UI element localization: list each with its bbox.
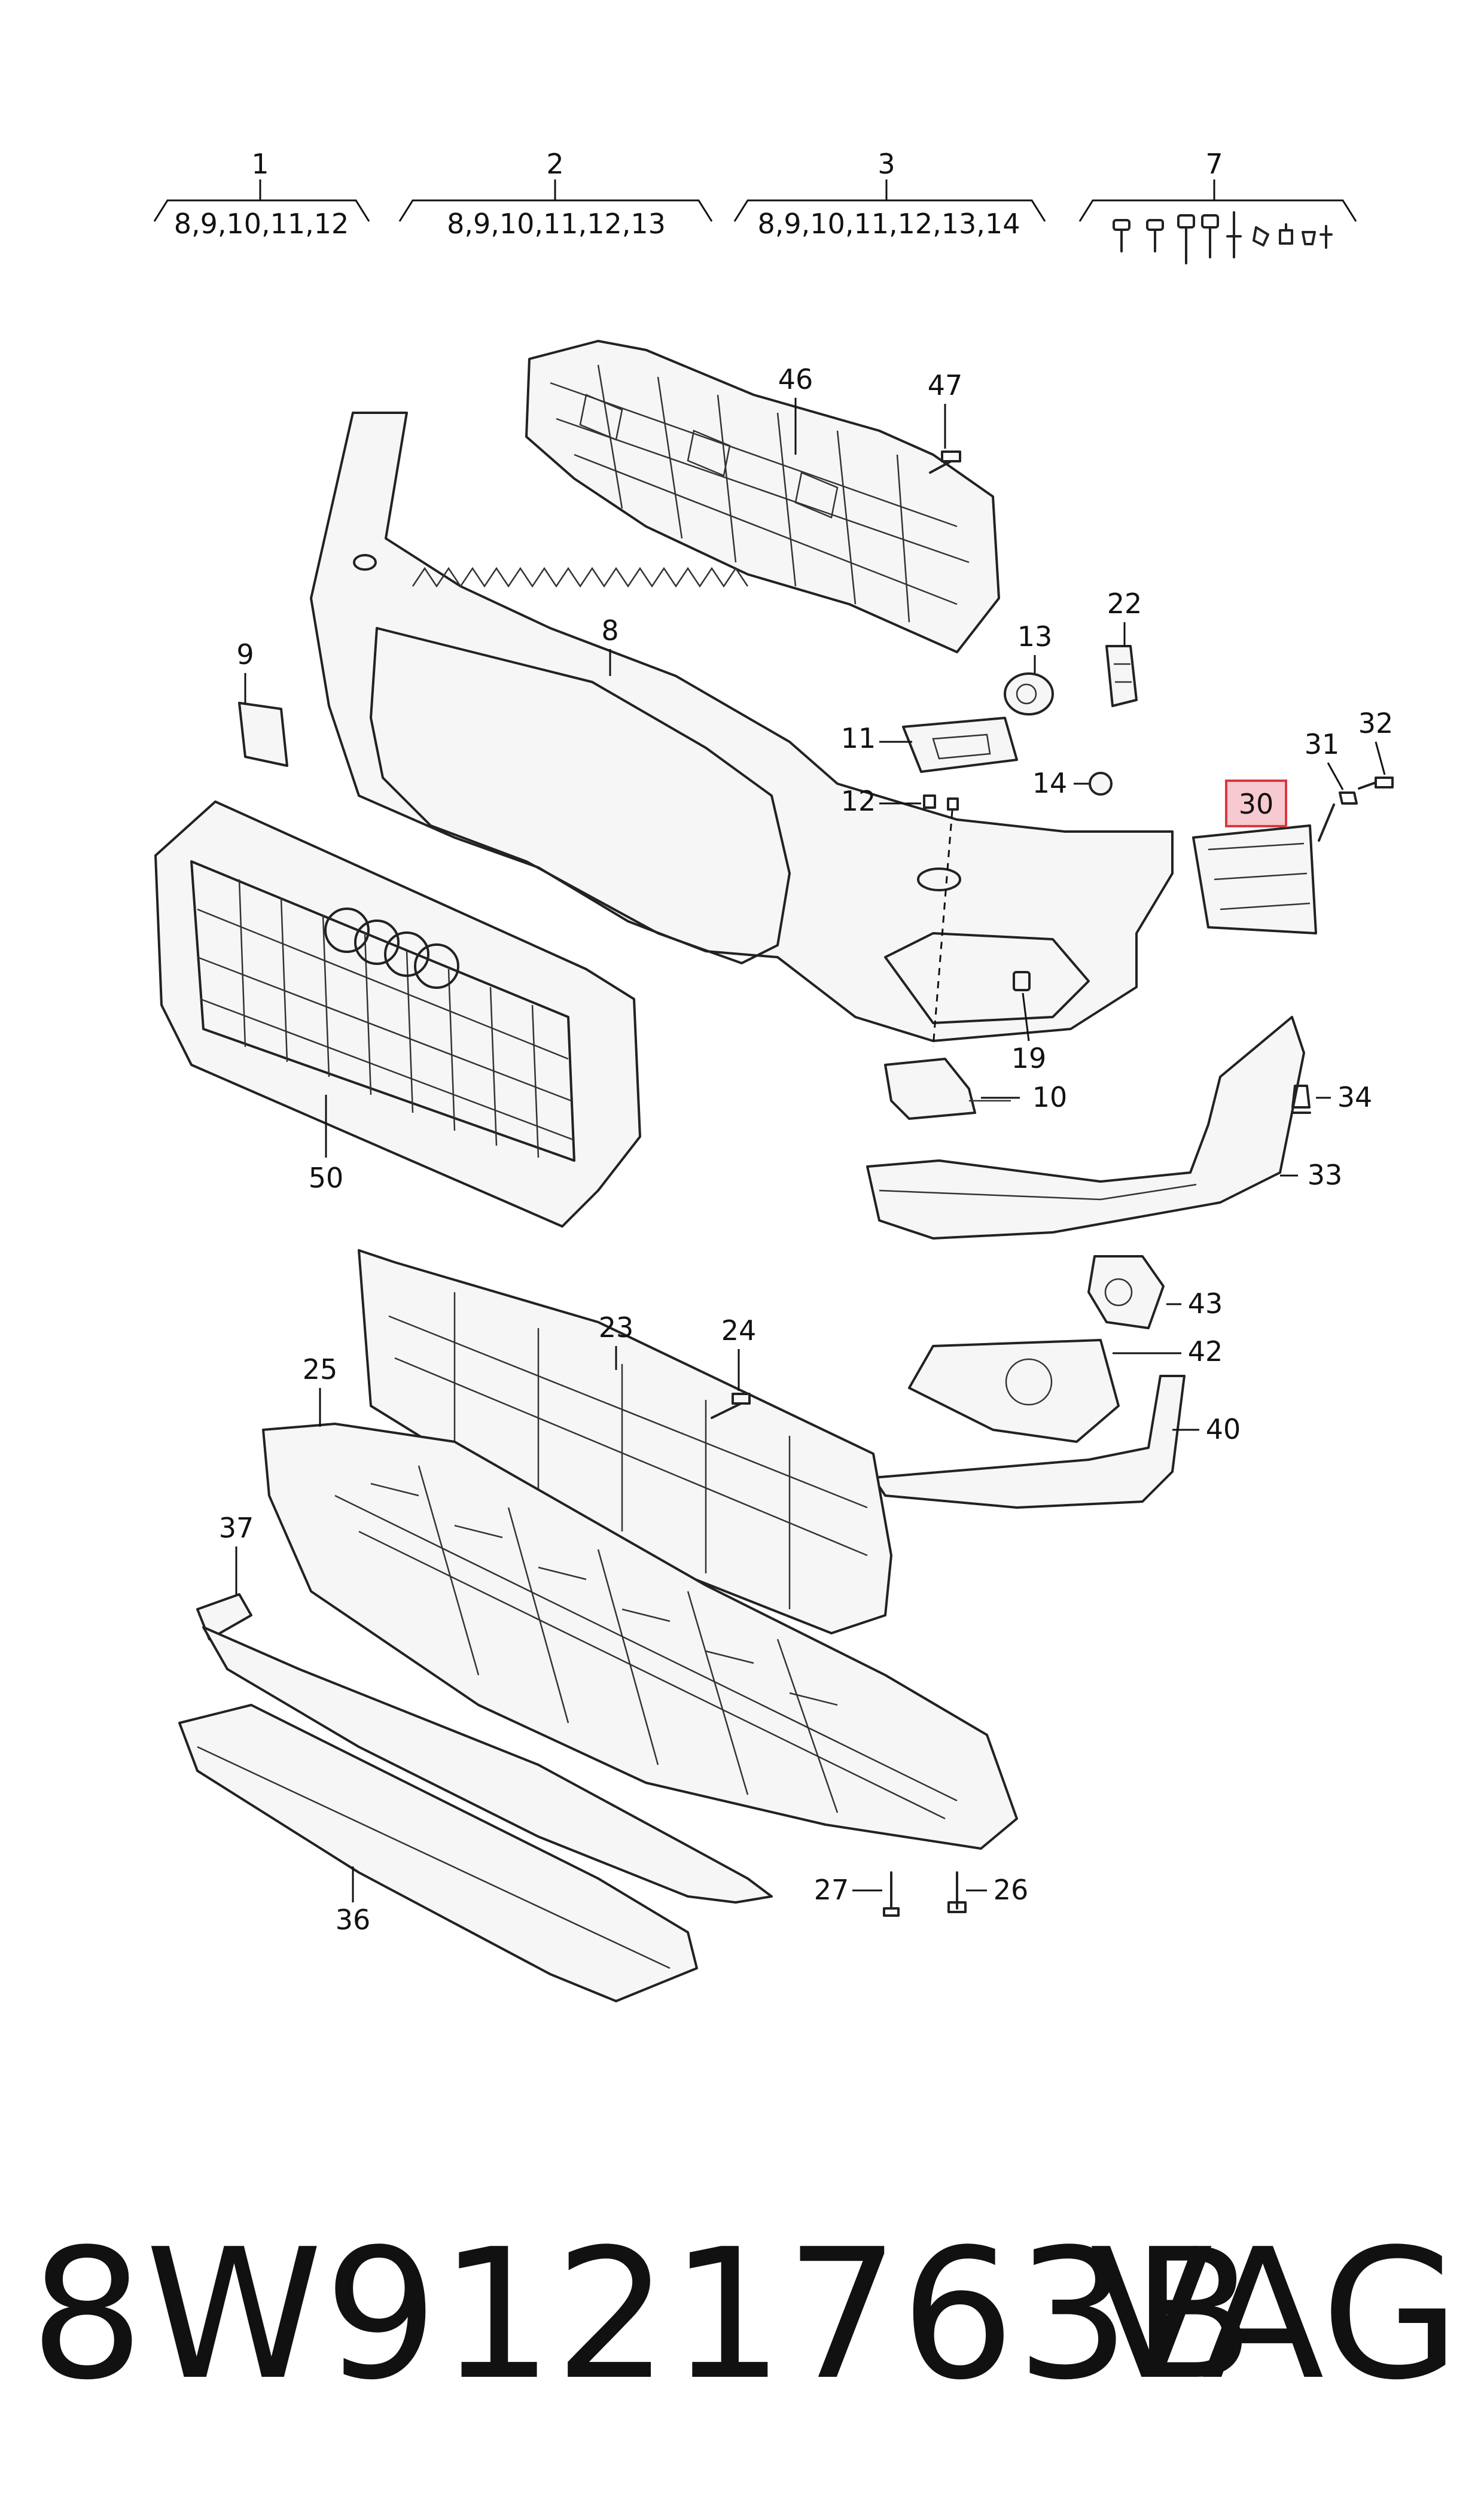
- part-31-nut: [1318, 791, 1358, 842]
- group-number: 3: [877, 148, 895, 180]
- callout-33: 33: [1308, 1159, 1343, 1191]
- callout-50: 50: [309, 1162, 344, 1194]
- callout-11: 11: [841, 722, 876, 754]
- brand-name: VAG: [1090, 2211, 1460, 2419]
- callout-40: 40: [1206, 1413, 1241, 1445]
- callout-24: 24: [721, 1314, 757, 1347]
- part-30-bracket: [1192, 824, 1317, 934]
- part-9-tow-cover: [238, 702, 288, 767]
- group-header-1: 1 8,9,10,11,12: [153, 148, 370, 240]
- callout-37: 37: [219, 1512, 254, 1544]
- group-number: 2: [546, 148, 563, 180]
- callout-30: 30: [1239, 788, 1274, 820]
- group-header-3: 3 8,9,10,11,12,13,14: [733, 148, 1046, 240]
- part-47-screw: [929, 450, 961, 474]
- callout-14: 14: [1032, 767, 1068, 799]
- part-14-grommet: [1089, 772, 1113, 796]
- group-parts: 8,9,10,11,12: [174, 208, 349, 240]
- part-8-bumper-cover: [310, 412, 1174, 1042]
- callout-46: 46: [778, 363, 813, 395]
- callout-9: 9: [236, 638, 254, 671]
- callout-27: 27: [814, 1874, 849, 1906]
- group-number: 1: [251, 148, 269, 180]
- callout-32: 32: [1358, 707, 1394, 739]
- group-number: 7: [1205, 148, 1223, 180]
- callout-26: 26: [994, 1874, 1029, 1906]
- part-25-underbody-shield: [262, 1423, 1018, 1850]
- group-parts: 8,9,10,11,12,13,14: [758, 208, 1020, 240]
- callout-42: 42: [1188, 1335, 1223, 1368]
- parts-diagram: 1 8,9,10,11,12 2 8,9,10,11,12,13 3 8,9,1…: [153, 148, 1394, 2002]
- callout-22: 22: [1107, 587, 1142, 620]
- callout-13: 13: [1017, 620, 1053, 653]
- callout-31: 31: [1305, 728, 1340, 760]
- part-10-tow-cover: [884, 1058, 1011, 1120]
- group-header-2: 2 8,9,10,11,12,13: [398, 148, 713, 240]
- part-32-screw: [1358, 777, 1394, 790]
- part-43-holder: [1087, 1255, 1165, 1329]
- callout-25: 25: [303, 1353, 338, 1386]
- callout-34: 34: [1337, 1081, 1373, 1113]
- part-13-sensor: [1004, 672, 1054, 715]
- callout-47: 47: [928, 369, 963, 401]
- group-parts: 8,9,10,11,12,13: [447, 208, 666, 240]
- part-12-clip: [923, 794, 959, 811]
- part-26-screw: [947, 1871, 967, 1913]
- callout-23: 23: [599, 1311, 634, 1344]
- part-37-bracket: [196, 1593, 773, 1904]
- part-22-bracket: [1105, 645, 1138, 707]
- part-50-grille: [154, 800, 641, 1228]
- callout-8: 8: [601, 614, 618, 647]
- part-11-sensor-holder: [902, 717, 1018, 773]
- callout-43: 43: [1188, 1287, 1223, 1320]
- callout-19: 19: [1011, 1042, 1047, 1074]
- part-42-fog-grille: [908, 1339, 1120, 1443]
- callout-10: 10: [1032, 1081, 1068, 1113]
- part-46-carrier: [525, 340, 1000, 653]
- fastener-icons: [1113, 211, 1333, 264]
- part-number: 8W9121763B: [30, 2211, 1256, 2419]
- part-34-clip: [1291, 1085, 1311, 1114]
- part-19-clip: [1013, 971, 1031, 991]
- callout-36: 36: [336, 1904, 371, 1936]
- callout-30-highlight: [1225, 780, 1287, 827]
- part-36-spoiler: [178, 1704, 698, 2002]
- part-24-screw: [711, 1393, 751, 1419]
- part-27-screw: [883, 1871, 900, 1917]
- part-33-trim: [866, 1016, 1305, 1240]
- part-40-trim-strip: [872, 1375, 1186, 1509]
- callout-12: 12: [841, 785, 876, 817]
- group-header-7: 7: [1078, 148, 1357, 264]
